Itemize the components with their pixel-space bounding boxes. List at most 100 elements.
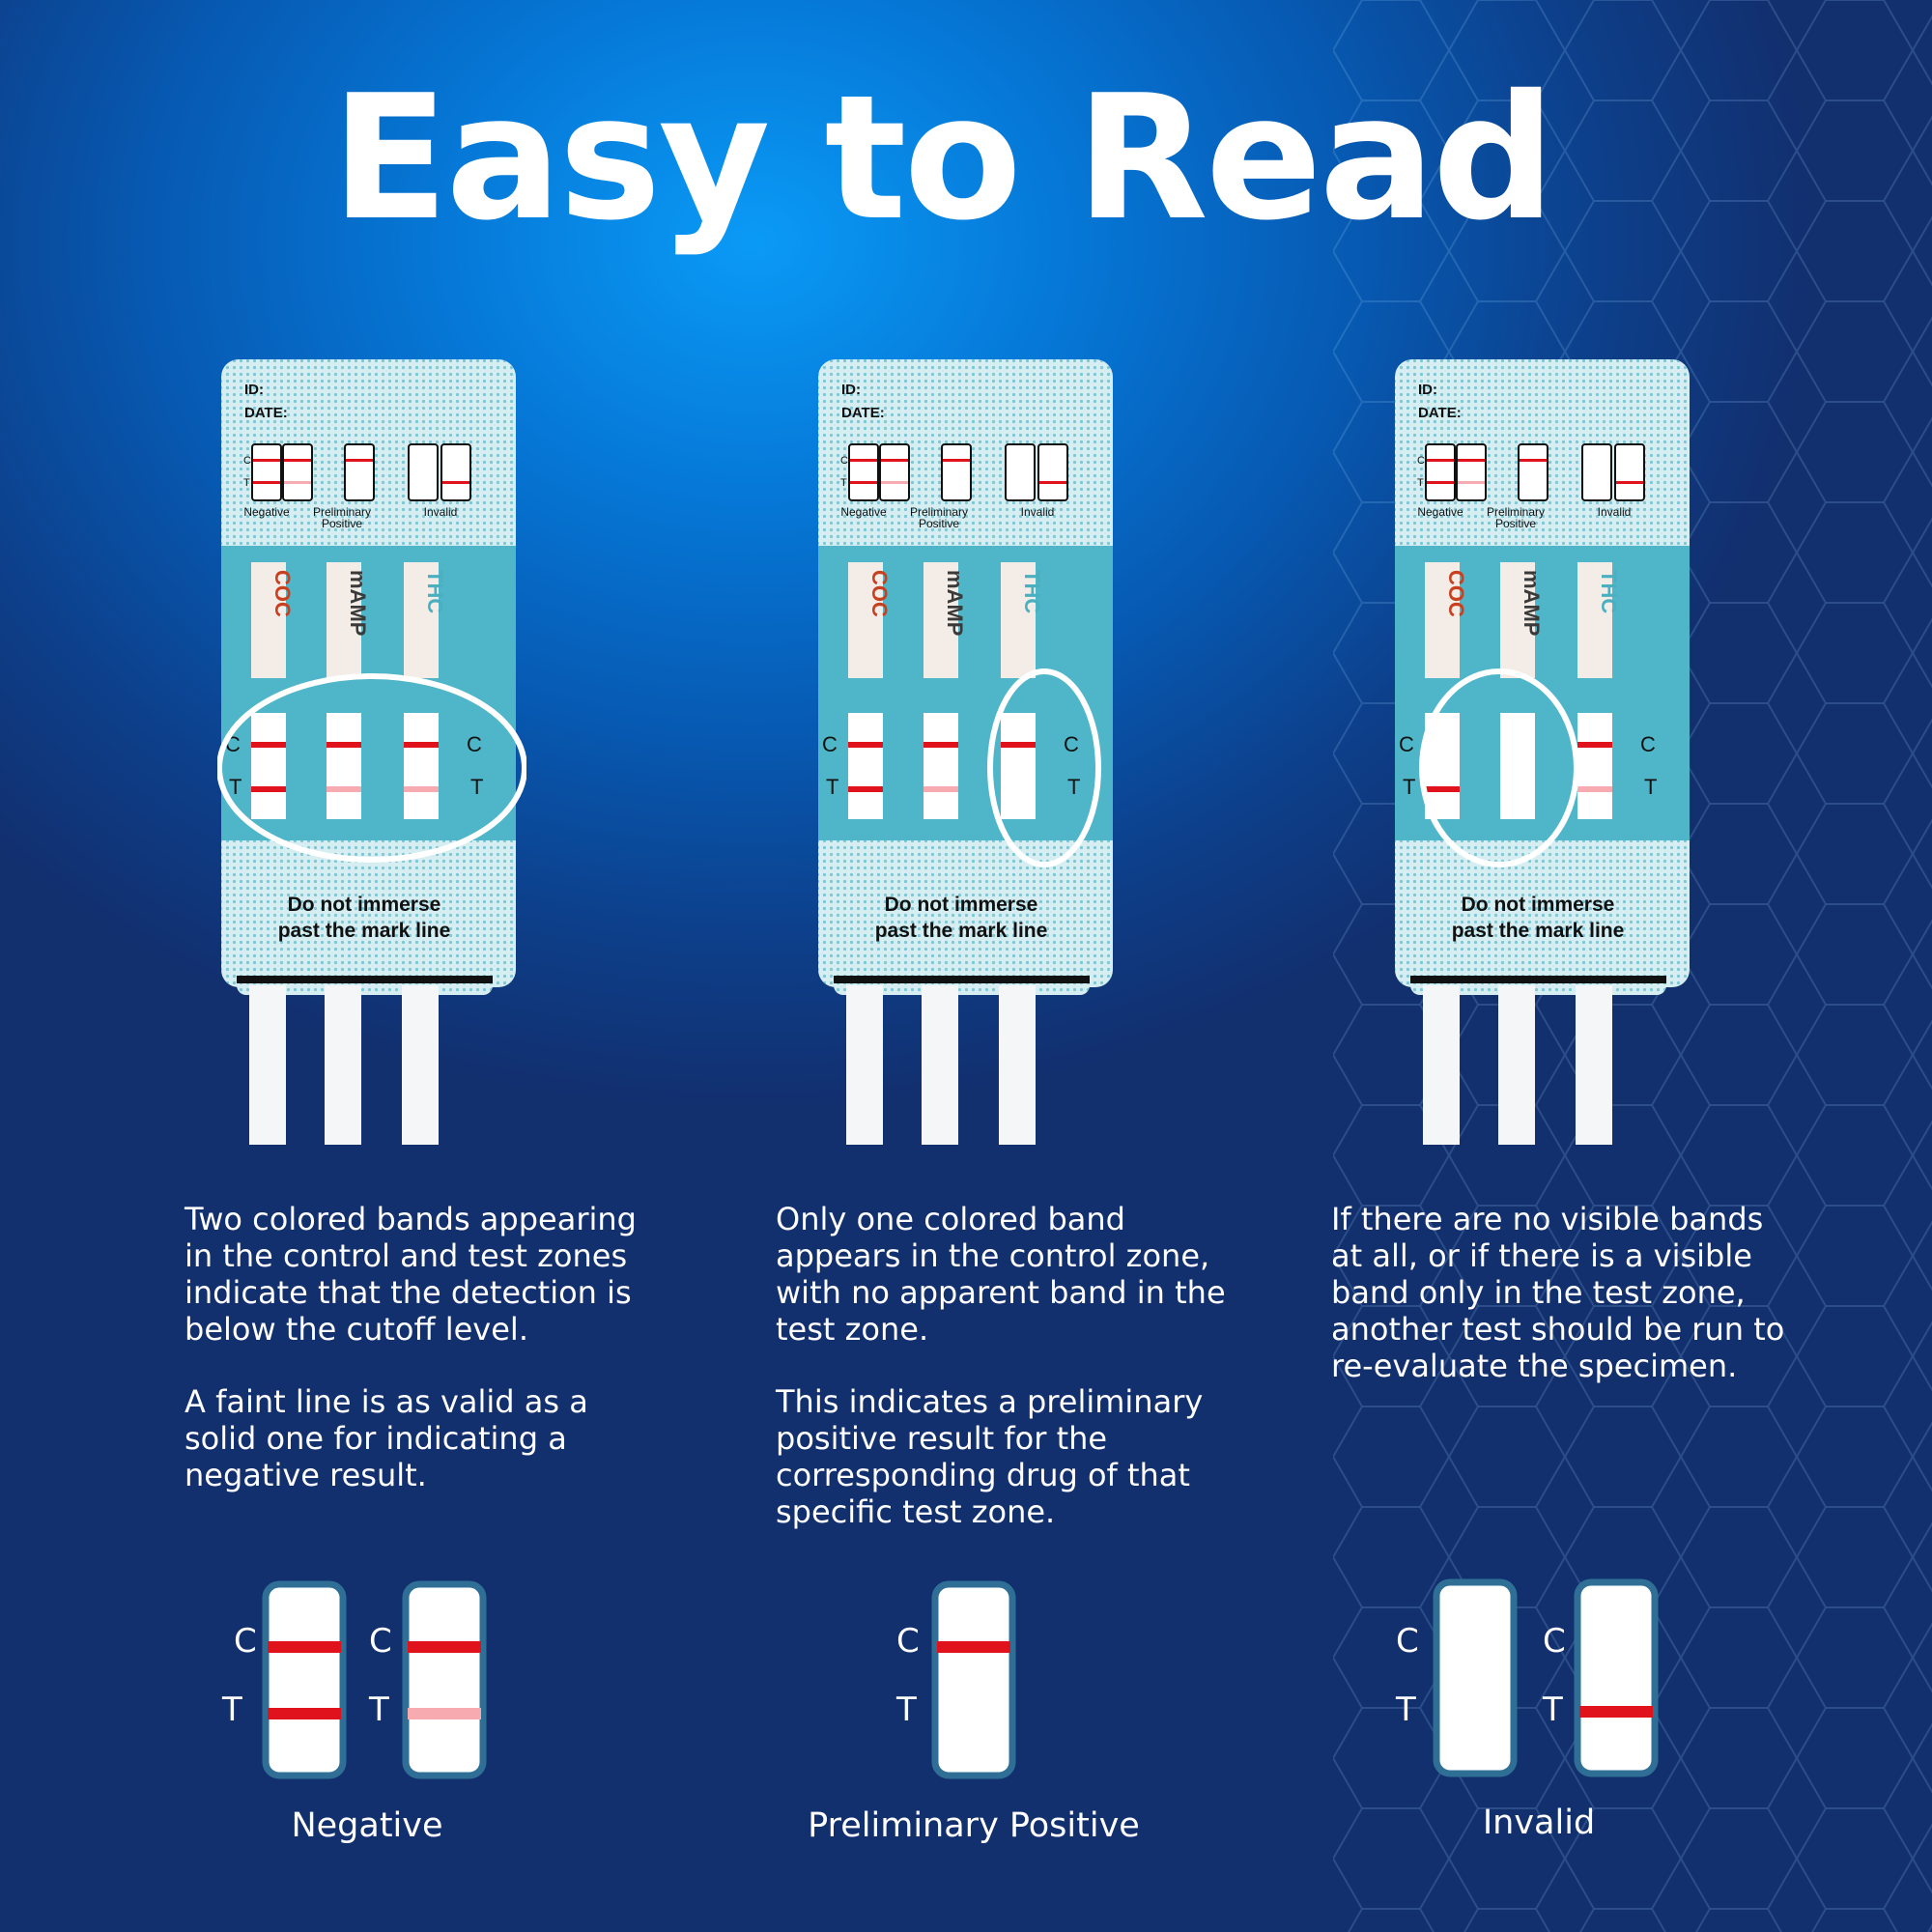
diagram-c-label: C: [1543, 1622, 1566, 1661]
device-date-label: DATE:: [841, 405, 885, 421]
legend-preliminary-label: Preliminary: [313, 505, 371, 519]
legend-invalid-label: Invalid: [1021, 505, 1055, 519]
legend-strip: [408, 443, 439, 501]
highlight-oval: [1419, 668, 1579, 867]
drug-label-window: [327, 562, 361, 678]
result-window: [1577, 713, 1612, 819]
legend-positive-label: Positive: [1495, 517, 1536, 530]
warning-line-2: past the mark line: [1452, 920, 1625, 942]
diagram-preliminary-positive: C T: [895, 1580, 1016, 1779]
window-c-label: C: [1640, 732, 1656, 756]
window-t-label: T: [1403, 775, 1415, 799]
control-band: [1577, 742, 1612, 748]
description-invalid-p1: If there are no visible bands at all, or…: [1331, 1201, 1785, 1384]
legend-test-band: [1427, 481, 1454, 484]
device-date-label: DATE:: [1418, 405, 1462, 421]
drug-label-window: [404, 562, 439, 678]
control-band: [937, 1641, 1010, 1653]
legend-positive-label: Positive: [322, 517, 362, 530]
legend-strip: [1614, 443, 1645, 501]
test-band: [1425, 786, 1460, 792]
window-t-label: T: [1067, 775, 1080, 799]
control-band: [404, 742, 439, 748]
legend-t-label: T: [840, 477, 847, 489]
legend-control-band: [1427, 459, 1454, 462]
legend-c-label: C: [1417, 455, 1425, 467]
diagram-strip: [402, 1580, 487, 1779]
window-c-label: C: [467, 732, 482, 756]
legend-c-label: C: [840, 455, 848, 467]
drug-label-mamp: mAMP: [943, 570, 967, 636]
drug-label-window: [1001, 562, 1036, 678]
drug-label-thc: THC: [423, 570, 447, 613]
dip-strip: [1576, 985, 1612, 1145]
diagram-strip: [262, 1580, 347, 1779]
diagram-t-label: T: [368, 1690, 389, 1729]
test-band: [251, 786, 286, 792]
result-window: [1001, 713, 1036, 819]
legend-control-band: [943, 459, 970, 462]
highlight-oval: [217, 673, 526, 863]
faint-test-band: [408, 1708, 481, 1719]
drug-label-coc: COC: [270, 570, 295, 617]
legend-test-band: [881, 481, 908, 484]
legend-test-band: [253, 481, 280, 484]
description-negative-p1: Two colored bands appearing in the contr…: [185, 1201, 637, 1348]
warning-line-1: Do not immerse: [885, 894, 1038, 916]
legend-strip: [1037, 443, 1068, 501]
legend-strip: [1518, 443, 1548, 501]
legend-strip: [941, 443, 972, 501]
result-window: [327, 713, 361, 819]
legend-control-band: [253, 459, 280, 462]
description-negative: Two colored bands appearing in the contr…: [185, 1201, 639, 1529]
legend-strip: [282, 443, 313, 501]
diagram-c-label: C: [896, 1622, 920, 1661]
drug-label-window: [1577, 562, 1612, 678]
dip-strip: [1423, 985, 1460, 1145]
control-band: [848, 742, 883, 748]
drug-label-window: [1500, 562, 1535, 678]
window-t-label: T: [470, 775, 483, 799]
legend-t-label: T: [243, 477, 250, 489]
diagram-label-invalid: Invalid: [1482, 1804, 1596, 1842]
legend-strip: [251, 443, 282, 501]
device-id-label: ID:: [1418, 382, 1437, 398]
mark-line: [1410, 976, 1666, 983]
window-t-label: T: [1644, 775, 1657, 799]
test-band: [268, 1708, 341, 1719]
control-band: [1001, 742, 1036, 748]
result-window: [1500, 713, 1535, 819]
drug-label-mamp: mAMP: [1520, 570, 1544, 636]
drug-label-mamp: mAMP: [346, 570, 370, 636]
legend-strip: [440, 443, 471, 501]
control-band: [251, 742, 286, 748]
legend-control-band: [850, 459, 877, 462]
legend-negative-label: Negative: [840, 505, 887, 519]
window-t-label: T: [229, 775, 242, 799]
test-band: [848, 786, 883, 792]
dip-strip: [846, 985, 883, 1145]
legend-control-band: [1520, 459, 1547, 462]
device-date-label: DATE:: [244, 405, 288, 421]
test-band: [1577, 786, 1612, 792]
test-band: [1579, 1706, 1653, 1718]
description-preliminary-positive: Only one colored band appears in the con…: [776, 1201, 1230, 1566]
drug-label-window: [251, 562, 286, 678]
control-band: [408, 1641, 481, 1653]
legend-preliminary-label: Preliminary: [910, 505, 968, 519]
dip-strip: [249, 985, 286, 1145]
test-band: [404, 786, 439, 792]
page-title: Easy to Read: [330, 58, 1555, 258]
legend-negative-label: Negative: [243, 505, 290, 519]
control-band: [923, 742, 958, 748]
highlight-oval: [987, 668, 1101, 867]
result-window: [251, 713, 286, 819]
drug-label-coc: COC: [867, 570, 892, 617]
diagram-strip: [1433, 1578, 1518, 1777]
diagram-t-label: T: [895, 1690, 917, 1729]
legend-test-band: [284, 481, 311, 484]
result-window: [848, 713, 883, 819]
device-lower-texture: [237, 850, 493, 995]
